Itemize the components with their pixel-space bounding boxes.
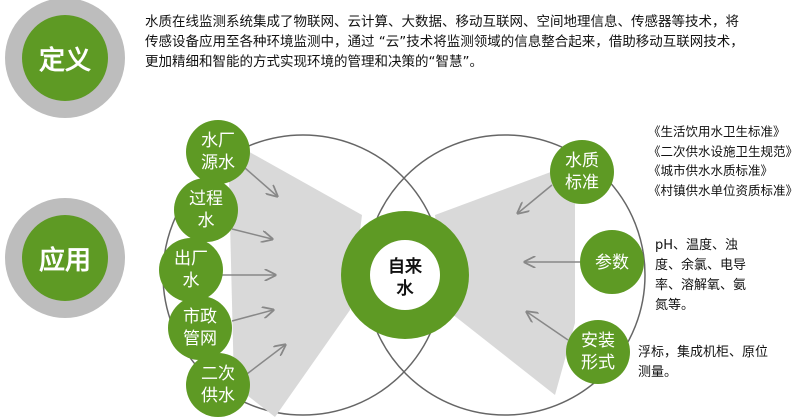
application-badge: 应用 [5,198,125,318]
node-raw-water: 水厂 源水 [186,120,250,184]
arrow-secondary-supply [242,345,285,378]
node-secondary-supply: 二次 供水 [186,353,250,417]
center-label-line-2: 水 [397,278,415,299]
installation-text: 浮标，集成机柜、原位测量。 [638,345,769,380]
center-label-line-1: 自来 [388,256,423,277]
definition-text: 水质在线监测系统集成了物联网、云计算、大数据、移动互联网、空间地理信息、传感器等… [145,14,744,70]
svg-text:源水: 源水 [201,153,235,173]
arrow-installation [527,312,569,341]
svg-text:过程: 过程 [189,189,223,209]
node-process-water: 过程 水 [174,178,238,242]
center-core [370,240,440,310]
right-funnel [435,163,575,395]
standard-item: 《生活饮用水卫生标准》 [648,124,786,139]
node-municipal-network: 市政 管网 [168,296,232,360]
arrow-municipal-network [231,310,273,322]
application-badge-label: 应用 [22,215,108,301]
left-funnel [228,140,362,417]
svg-text:水: 水 [183,271,200,291]
node-quality-standard: 水质 标准 [550,140,614,204]
svg-text:二次: 二次 [201,364,235,384]
svg-text:供水: 供水 [201,386,235,406]
node-installation: 安装 形式 [566,320,630,384]
svg-text:参数: 参数 [595,253,629,273]
definition-badge-label: 定义 [22,15,108,101]
arrow-process-water [231,228,272,239]
standard-item: 《城市供水水质标准》 [648,163,774,178]
svg-text:标准: 标准 [565,173,599,193]
standards-list: 《生活饮用水卫生标准》 《二次供水设施卫生规范》 《城市供水水质标准》 《村镇供… [648,122,798,200]
svg-text:出厂: 出厂 [174,249,208,269]
svg-text:水质: 水质 [565,151,599,171]
standard-item: 《村镇供水单位资质标准》 [648,182,799,198]
svg-text:水: 水 [198,211,215,231]
definition-badge: 定义 [5,0,125,118]
svg-text:安装: 安装 [581,331,615,351]
svg-text:市政: 市政 [183,307,217,327]
arrow-quality-standard [518,184,553,213]
parameters-text: pH、温度、浊度、余氯、电导率、溶解氧、氨氮等。 [655,238,747,313]
node-treated-water: 出厂 水 [159,238,223,302]
svg-text:水厂: 水厂 [201,131,235,151]
standard-item: 《二次供水设施卫生规范》 [648,143,799,159]
arrow-raw-water [244,167,277,196]
svg-text:管网: 管网 [183,329,217,349]
svg-text:形式: 形式 [581,353,615,373]
node-parameters: 参数 [580,230,644,294]
